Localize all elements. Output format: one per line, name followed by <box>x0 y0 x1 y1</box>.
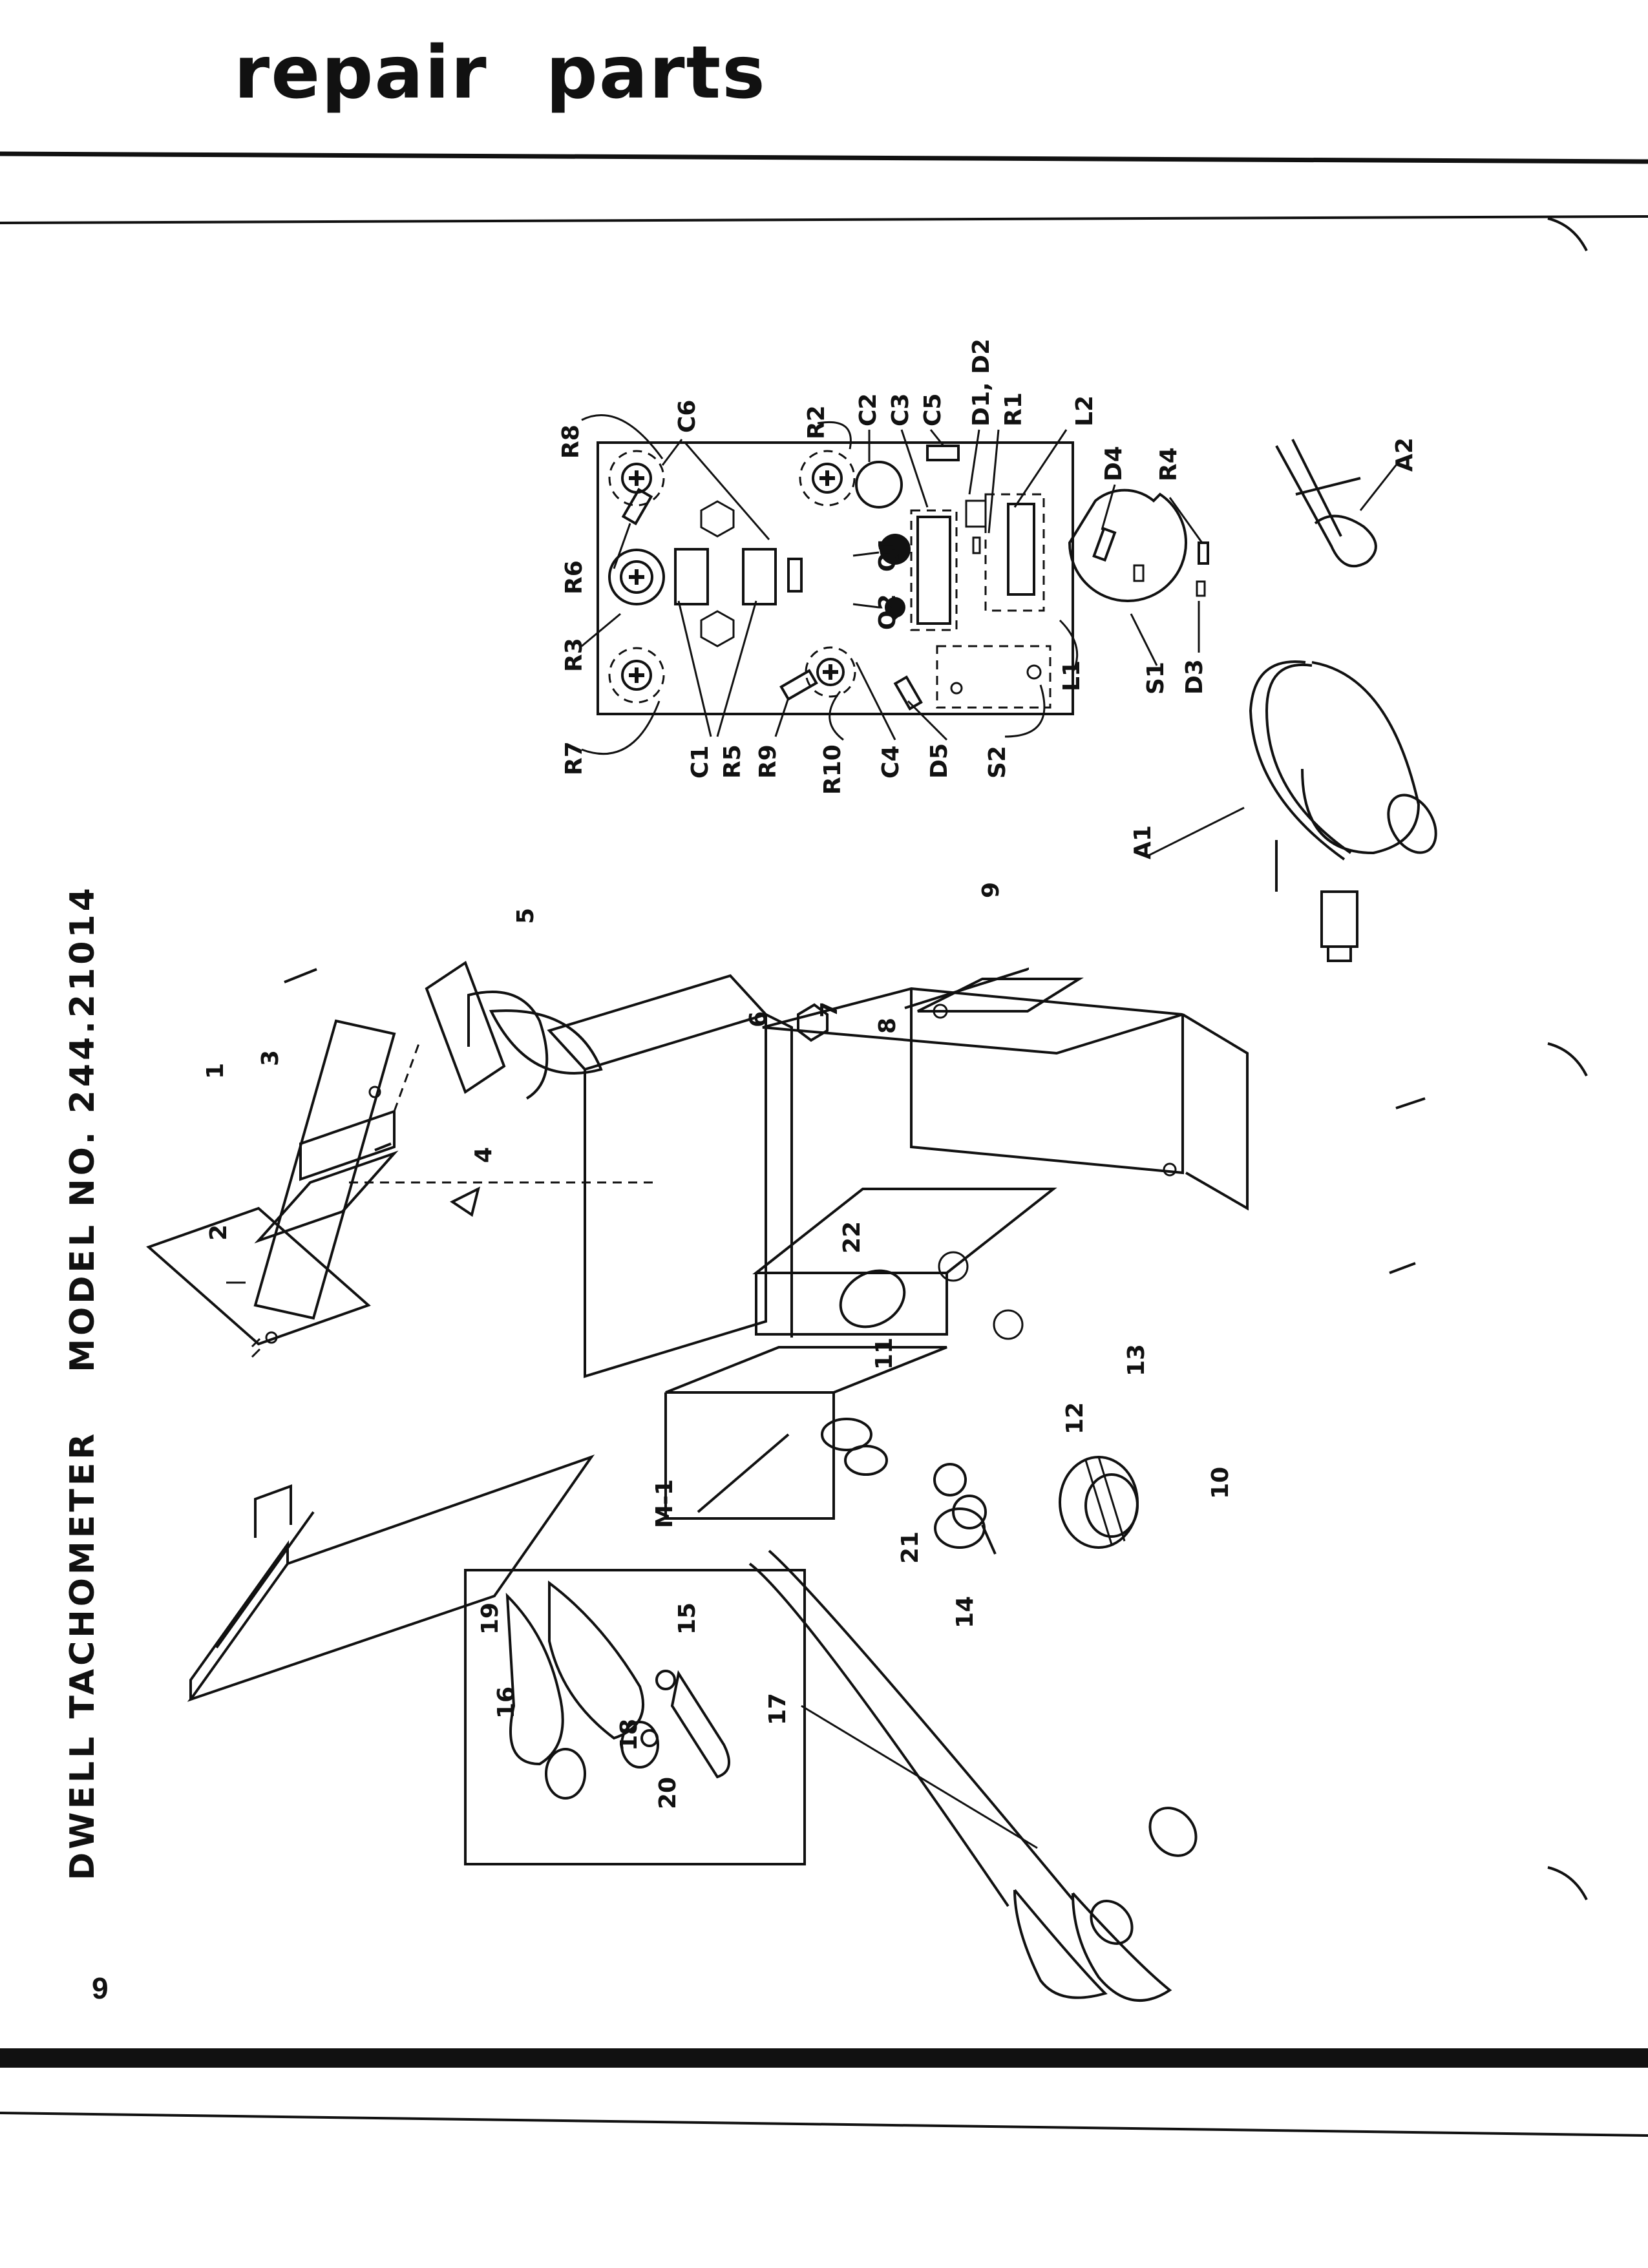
label-part-13: 13 <box>1123 1344 1150 1376</box>
label-part-17: 17 <box>765 1693 791 1725</box>
label-r1: R1 <box>1000 392 1027 426</box>
circuit-board <box>597 441 1074 715</box>
label-r8: R8 <box>558 425 584 459</box>
label-part-16: 16 <box>493 1686 520 1719</box>
test-lead-a1: A1 <box>1130 660 1437 962</box>
board-outline <box>597 441 1074 715</box>
label-a1: A1 <box>1130 825 1156 859</box>
label-d1-d2: D1, D2 <box>968 339 995 426</box>
footer-rules <box>0 2048 1648 2137</box>
page-title-word-1: repair <box>234 31 488 115</box>
board-labels: R8 C6 R2 C2 C3 C5 D1, D2 R1 L2 D4 R4 R6 … <box>558 339 1208 795</box>
label-c5: C5 <box>920 394 946 426</box>
label-r2: R2 <box>803 405 830 439</box>
label-r4: R4 <box>1156 447 1182 481</box>
label-d3: D3 <box>1181 659 1208 695</box>
label-part-18: 18 <box>616 1719 642 1751</box>
label-l1: L1 <box>1059 660 1085 691</box>
label-part-3: 3 <box>257 1050 284 1066</box>
label-q2: Q2 <box>874 594 901 630</box>
label-s2: S2 <box>984 746 1011 779</box>
label-a2: A2 <box>1391 437 1418 472</box>
label-c2: C2 <box>855 394 882 426</box>
label-s1: S1 <box>1143 662 1169 695</box>
label-part-9: 9 <box>978 882 1004 898</box>
label-part-14: 14 <box>952 1596 978 1628</box>
switch-s1 <box>1068 488 1209 602</box>
label-part-20: 20 <box>655 1777 681 1809</box>
label-r7: R7 <box>561 741 587 775</box>
label-d5: D5 <box>926 743 953 779</box>
label-r3: R3 <box>561 638 587 672</box>
label-part-5: 5 <box>512 908 539 924</box>
label-c1: C1 <box>687 746 713 779</box>
label-r9: R9 <box>755 744 781 779</box>
label-d4: D4 <box>1101 446 1127 481</box>
label-c3: C3 <box>887 394 914 426</box>
page-number: 9 <box>92 1971 109 2005</box>
label-part-22: 22 <box>839 1221 865 1254</box>
label-q1: Q1 <box>874 536 901 572</box>
label-l2: L2 <box>1072 395 1098 426</box>
lead-inset-box <box>464 1569 806 1865</box>
board-leaders <box>581 414 1203 755</box>
binder-hole-marks <box>1547 217 1588 1900</box>
page-title: repair parts <box>234 31 766 115</box>
label-part-21: 21 <box>897 1531 924 1564</box>
label-r6: R6 <box>561 560 587 594</box>
header-rules <box>0 151 1648 224</box>
label-part-7: 7 <box>816 1002 843 1018</box>
label-part-15: 15 <box>674 1602 701 1635</box>
label-part-6: 6 <box>745 1011 772 1027</box>
label-c6: C6 <box>674 400 701 433</box>
label-part-2: 2 <box>206 1224 232 1241</box>
part-number-labels: 1 2 3 4 5 6 7 8 9 10 11 12 13 14 15 16 1… <box>202 882 1234 1809</box>
label-c4: C4 <box>878 746 904 779</box>
label-part-11: 11 <box>871 1338 898 1370</box>
label-meter-m1: M-1 <box>651 1479 678 1528</box>
label-part-1: 1 <box>202 1063 229 1079</box>
page-title-word-2: parts <box>545 31 766 115</box>
label-r10: R10 <box>819 744 846 795</box>
label-part-4: 4 <box>470 1147 497 1163</box>
exploded-assembly <box>146 960 1426 2002</box>
label-part-8: 8 <box>874 1018 901 1034</box>
label-r5: R5 <box>719 744 746 779</box>
label-part-10: 10 <box>1207 1467 1234 1499</box>
clip-a2: A2 <box>1275 437 1418 568</box>
label-part-12: 12 <box>1062 1402 1088 1434</box>
label-part-19: 19 <box>477 1602 503 1635</box>
